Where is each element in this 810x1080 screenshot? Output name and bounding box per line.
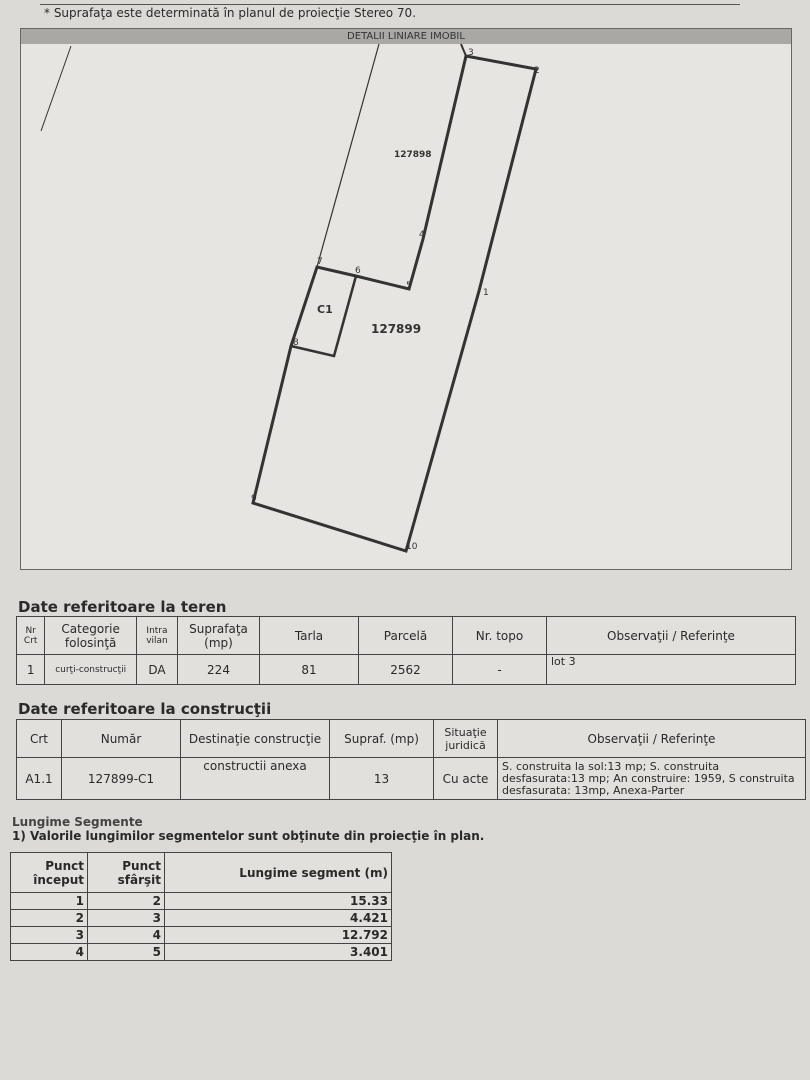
cell: 4	[10, 943, 88, 961]
table-row: A1.1 127899-C1 constructii anexa 13 Cu a…	[16, 757, 806, 800]
cell: 81	[259, 654, 359, 685]
point-label: 3	[468, 48, 474, 58]
col-header: Parcelă	[358, 616, 453, 655]
cell: constructii anexa	[180, 757, 330, 800]
cell: 12.792	[164, 926, 392, 944]
point-label: 6	[355, 266, 361, 276]
cell: curţi-construcţii	[44, 654, 137, 685]
cell: lot 3	[546, 654, 796, 685]
building-c1-outline	[290, 275, 358, 358]
cell: 13	[329, 757, 434, 800]
boundary-tick	[460, 43, 467, 57]
parcel-label-neighbor: 127898	[394, 150, 432, 160]
col-header: Tarla	[259, 616, 359, 655]
point-label: 10	[406, 542, 418, 552]
cell: Cu acte	[433, 757, 498, 800]
teren-table: Nr Crt Categorie folosinţă Intra vilan S…	[15, 616, 796, 685]
plan-header: DETALII LINIARE IMOBIL	[21, 29, 791, 44]
cell: 224	[177, 654, 260, 685]
teren-title: Date referitoare la teren	[18, 598, 227, 616]
cell: A1.1	[16, 757, 62, 800]
cell: 2562	[358, 654, 453, 685]
segmente-title: Lungime Segmente	[12, 815, 143, 829]
cell: 3	[10, 926, 88, 944]
cell: 5	[87, 943, 165, 961]
col-header: Număr	[61, 719, 181, 758]
cell: 127899-C1	[61, 757, 181, 800]
segmente-subtitle: 1) Valorile lungimilor segmentelor sunt …	[12, 829, 485, 843]
cell: DA	[135, 654, 179, 685]
col-header: Nr. topo	[452, 616, 547, 655]
point-label: 4	[419, 230, 425, 240]
point-label: 2	[534, 66, 540, 76]
building-label: C1	[317, 303, 333, 316]
parcel-label: 127899	[371, 322, 421, 336]
cell: 4.421	[164, 909, 392, 927]
point-label: 7	[317, 257, 323, 267]
point-label: 8	[293, 338, 299, 348]
point-label: 9	[251, 494, 257, 504]
constructii-table: Crt Număr Destinaţie construcţie Supraf.…	[16, 719, 806, 800]
col-header: Categorie folosinţă	[44, 616, 137, 655]
col-header: Punct început	[10, 852, 88, 893]
plan-drawing: DETALII LINIARE IMOBIL 1 2 3 4 5 6 7 8 9…	[20, 28, 792, 570]
cell: 2	[87, 892, 165, 910]
col-header: Situaţie juridică	[433, 719, 498, 758]
neighbor-line	[316, 43, 380, 268]
col-header: Destinaţie construcţie	[180, 719, 330, 758]
cell: 3.401	[164, 943, 392, 961]
cell: S. construita la sol:13 mp; S. construit…	[497, 757, 806, 800]
col-header: Suprafaţa (mp)	[177, 616, 260, 655]
cell: 15.33	[164, 892, 392, 910]
segmente-table: Punct început Punct sfârşit Lungime segm…	[10, 852, 392, 961]
cell: 2	[10, 909, 88, 927]
point-label: 1	[483, 288, 489, 298]
col-header: Supraf. (mp)	[329, 719, 434, 758]
neighbor-line	[40, 45, 72, 132]
col-header: Observaţii / Referinţe	[546, 616, 796, 655]
cell: 1	[15, 654, 46, 685]
col-header: Observaţii / Referinţe	[497, 719, 806, 758]
top-divider	[40, 0, 740, 5]
parcel-boundary	[251, 54, 538, 553]
table-row: 1 curţi-construcţii DA 224 81 2562 - lot…	[15, 654, 796, 685]
col-header: Intra vilan	[135, 616, 179, 655]
col-header: Lungime segment (m)	[164, 852, 392, 893]
cell: 3	[87, 909, 165, 927]
projection-note: * Suprafaţa este determinată în planul d…	[44, 6, 417, 20]
point-label: 5	[406, 281, 412, 291]
col-header: Nr Crt	[15, 616, 46, 655]
cell: -	[452, 654, 547, 685]
plan-svg: 1 2 3 4 5 6 7 8 9 10 127898 127899 C1	[40, 43, 540, 553]
cell: 4	[87, 926, 165, 944]
col-header: Crt	[16, 719, 62, 758]
constructii-title: Date referitoare la construcţii	[18, 700, 272, 718]
cell: 1	[10, 892, 88, 910]
col-header: Punct sfârşit	[87, 852, 165, 893]
